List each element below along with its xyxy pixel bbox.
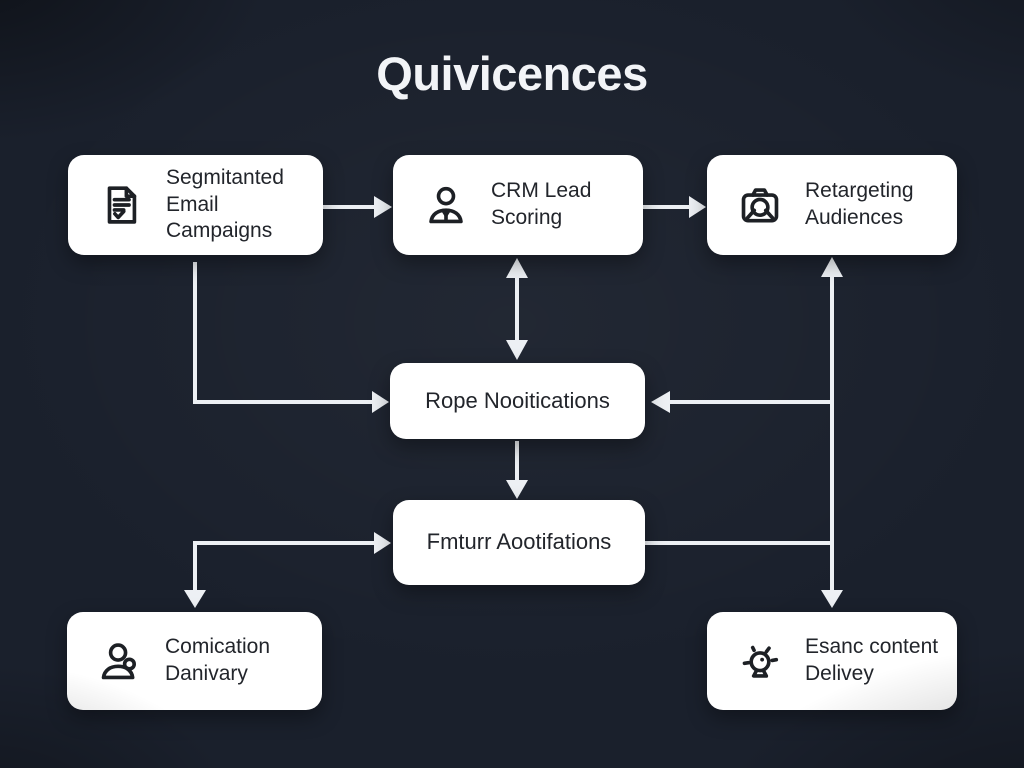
- person-icon: [423, 182, 469, 228]
- connector-segmented-to-crm: [323, 196, 392, 218]
- node-esanc-content-delivey: Esanc content Delivey: [707, 612, 957, 710]
- node-retargeting-audiences: Retargeting Audiences: [707, 155, 957, 255]
- node-comication-danivary: Comication Danivary: [67, 612, 322, 710]
- node-label-line1: Fmturr Aootifations: [426, 529, 612, 555]
- node-label-line2: Scoring: [491, 206, 563, 229]
- node-label-line2: Audiences: [805, 206, 904, 229]
- connector-crm-to-retargeting: [634, 196, 706, 218]
- node-label: Segmitanted Email Campaigns: [166, 165, 323, 246]
- node-segmented-email-campaigns: Segmitanted Email Campaigns: [68, 155, 323, 255]
- node-label-line2: Danivary: [165, 662, 248, 685]
- node-label-line2: Delivey: [805, 662, 874, 685]
- connector-rope-to-fmturr: [506, 441, 528, 499]
- node-label-line1: Esanc content: [805, 635, 939, 659]
- node-label-line1: CRM Lead: [491, 179, 592, 203]
- node-label-line1: Comication: [165, 635, 271, 659]
- node-crm-lead-scoring: CRM Lead Scoring: [393, 155, 643, 255]
- node-fmturr-aootifations: Fmturr Aootifations: [393, 500, 645, 585]
- node-label: Fmturr Aootifations: [427, 528, 612, 556]
- node-label: Rope Nooitications: [425, 387, 610, 415]
- connector-segmented-to-rope: [193, 262, 389, 413]
- connector-leftbranch: [184, 532, 391, 608]
- connector-crm-rope-double: [506, 258, 528, 360]
- idea-bulb-icon: [737, 638, 783, 684]
- document-check-icon: [98, 182, 144, 228]
- page-title: Quivicences: [376, 47, 648, 100]
- node-label: Retargeting Audiences: [805, 178, 914, 232]
- camera-icon: [737, 182, 783, 228]
- node-label: Comication Danivary: [165, 634, 270, 688]
- connector-rightcolumn-to-rope: [651, 391, 832, 413]
- node-label-line2: Email Campaigns: [166, 192, 273, 243]
- person-badge-icon: [97, 638, 143, 684]
- node-label: Esanc content Delivey: [805, 634, 938, 688]
- node-label-line1: Rope Nooitications: [425, 387, 610, 413]
- node-label: CRM Lead Scoring: [491, 178, 591, 232]
- node-label-line1: Retargeting: [805, 179, 914, 203]
- node-label-line1: Segmitanted: [166, 165, 284, 189]
- node-rope-nooitications: Rope Nooitications: [390, 363, 645, 439]
- connector-rightcolumn-vertical: [821, 257, 843, 608]
